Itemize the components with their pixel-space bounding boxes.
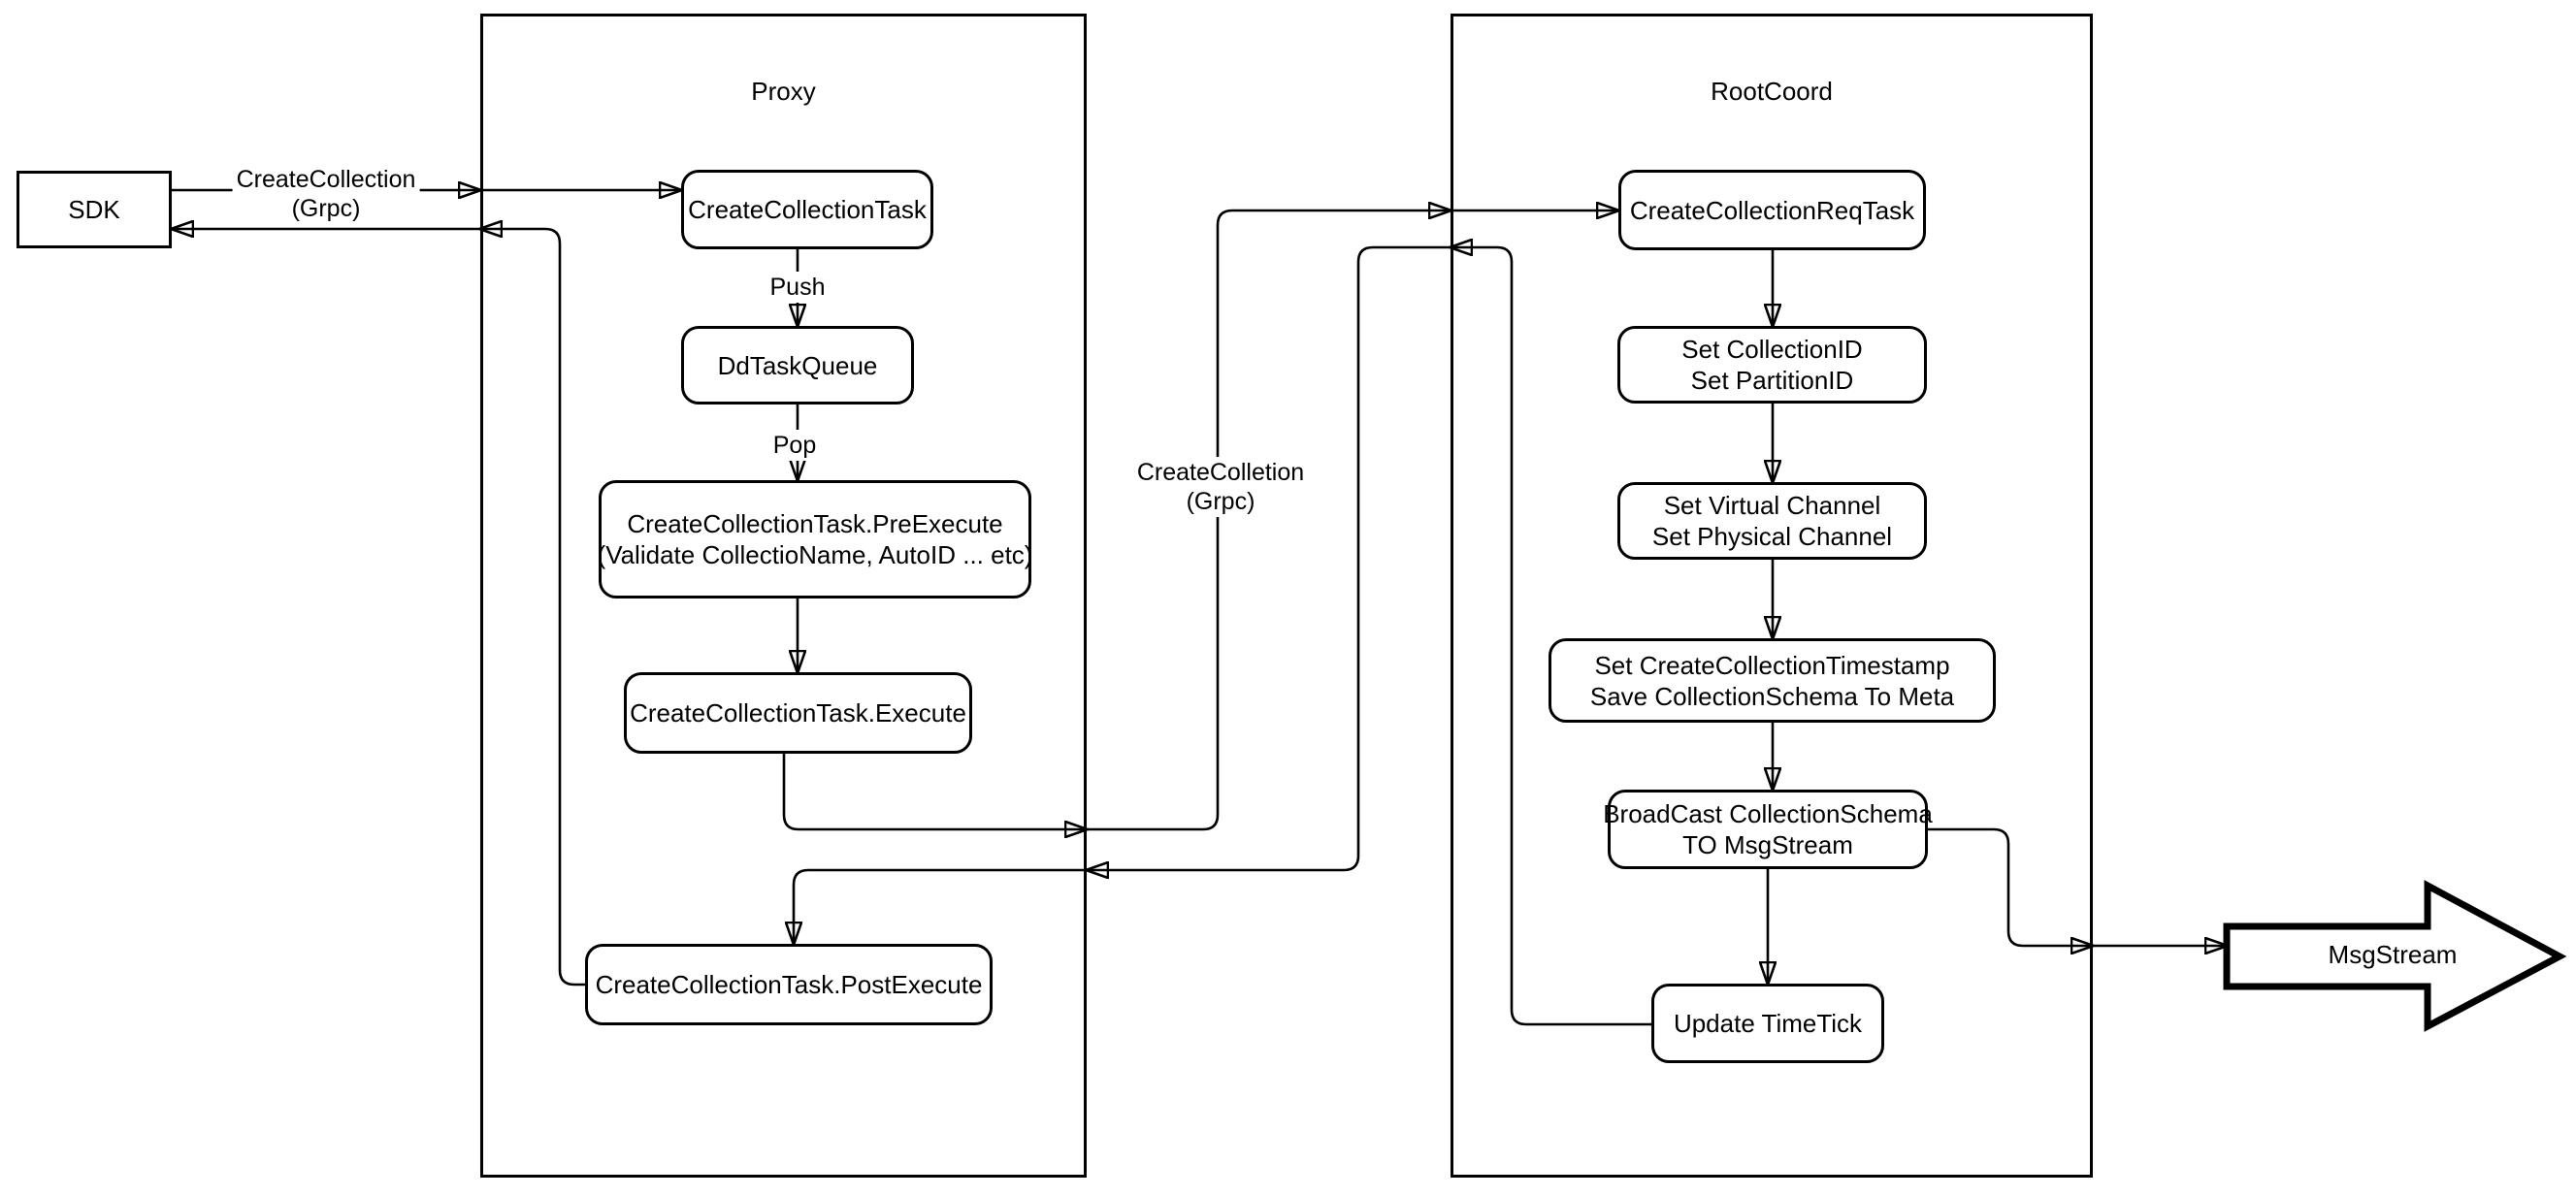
edge-label-grpc-internal-line2: (Grpc) [1186,488,1255,515]
node-create-collection-req-task: CreateCollectionReqTask [1618,170,1926,250]
edge-postexecute-to-proxy-border [480,229,585,987]
node-create-collection-task: CreateCollectionTask [681,170,933,249]
node-set-channels: Set Virtual Channel Set Physical Channel [1617,482,1927,560]
node-dd-task-queue: DdTaskQueue [681,326,914,404]
node-set-channels-line2: Set Physical Channel [1651,522,1893,551]
node-set-channels-line1: Set Virtual Channel [1663,491,1881,520]
node-pre-execute: CreateCollectionTask.PreExecute (Validat… [597,480,1033,598]
node-execute-label: CreateCollectionTask.Execute [630,698,966,728]
node-set-ids-line1: Set CollectionID [1681,335,1863,364]
rootcoord-container: RootCoord [1451,14,2093,1178]
edge-proxy-to-rootcoord [1087,210,1451,831]
node-set-timestamp-line2: Save CollectionSchema To Meta [1589,681,1955,711]
node-pre-execute-line2: (Validate CollectioName, AutoID ... etc) [597,540,1033,569]
node-create-collection-task-label: CreateCollectionTask [688,195,927,224]
node-create-collection-req-task-label: CreateCollectionReqTask [1629,195,1915,225]
edge-execute-to-proxy-border [782,754,1087,829]
node-update-timetick: Update TimeTick [1651,984,1884,1063]
node-update-timetick-label: Update TimeTick [1673,1009,1863,1038]
edge-rootcoord-to-proxy-return [1087,245,1451,870]
rootcoord-title: RootCoord [1711,77,1833,106]
edge-label-grpc-request: CreateCollection (Grpc) [232,164,420,224]
msgstream-label: MsgStream [2328,940,2458,969]
edge-label-grpc-request-line2: (Grpc) [291,195,361,222]
node-set-timestamp-line1: Set CreateCollectionTimestamp [1594,650,1950,680]
node-dd-task-queue-label: DdTaskQueue [717,350,878,380]
node-execute: CreateCollectionTask.Execute [624,672,972,754]
edge-updatetimetick-to-rootcoord-border [1451,247,1651,1026]
node-broadcast-line1: BroadCast CollectionSchema [1603,799,1933,828]
node-post-execute: CreateCollectionTask.PostExecute [585,944,993,1025]
msgstream-arrow-shape [2223,880,2567,1032]
node-set-ids: Set CollectionID Set PartitionID [1617,326,1927,404]
edge-broadcast-to-rootcoord-border [1928,827,2093,946]
edge-label-pop: Pop [768,430,821,461]
edge-label-grpc-internal-line1: CreateColletion [1136,459,1305,486]
proxy-title: Proxy [751,77,816,106]
edge-label-push: Push [766,272,830,303]
node-sdk: SDK [16,171,172,248]
edge-label-grpc-request-line1: CreateCollection [236,166,416,193]
node-post-execute-label: CreateCollectionTask.PostExecute [595,970,983,999]
node-set-ids-line2: Set PartitionID [1690,366,1854,395]
edge-proxy-border-to-postexecute [794,868,1087,944]
node-broadcast-line2: TO MsgStream [1682,830,1853,859]
node-pre-execute-line1: CreateCollectionTask.PreExecute [627,509,1003,538]
edge-label-grpc-internal: CreateColletion (Grpc) [1132,457,1309,517]
node-broadcast: BroadCast CollectionSchema TO MsgStream [1603,790,1933,869]
node-sdk-label: SDK [68,195,120,224]
proxy-container: Proxy [480,14,1087,1178]
node-set-timestamp: Set CreateCollectionTimestamp Save Colle… [1549,638,1996,723]
